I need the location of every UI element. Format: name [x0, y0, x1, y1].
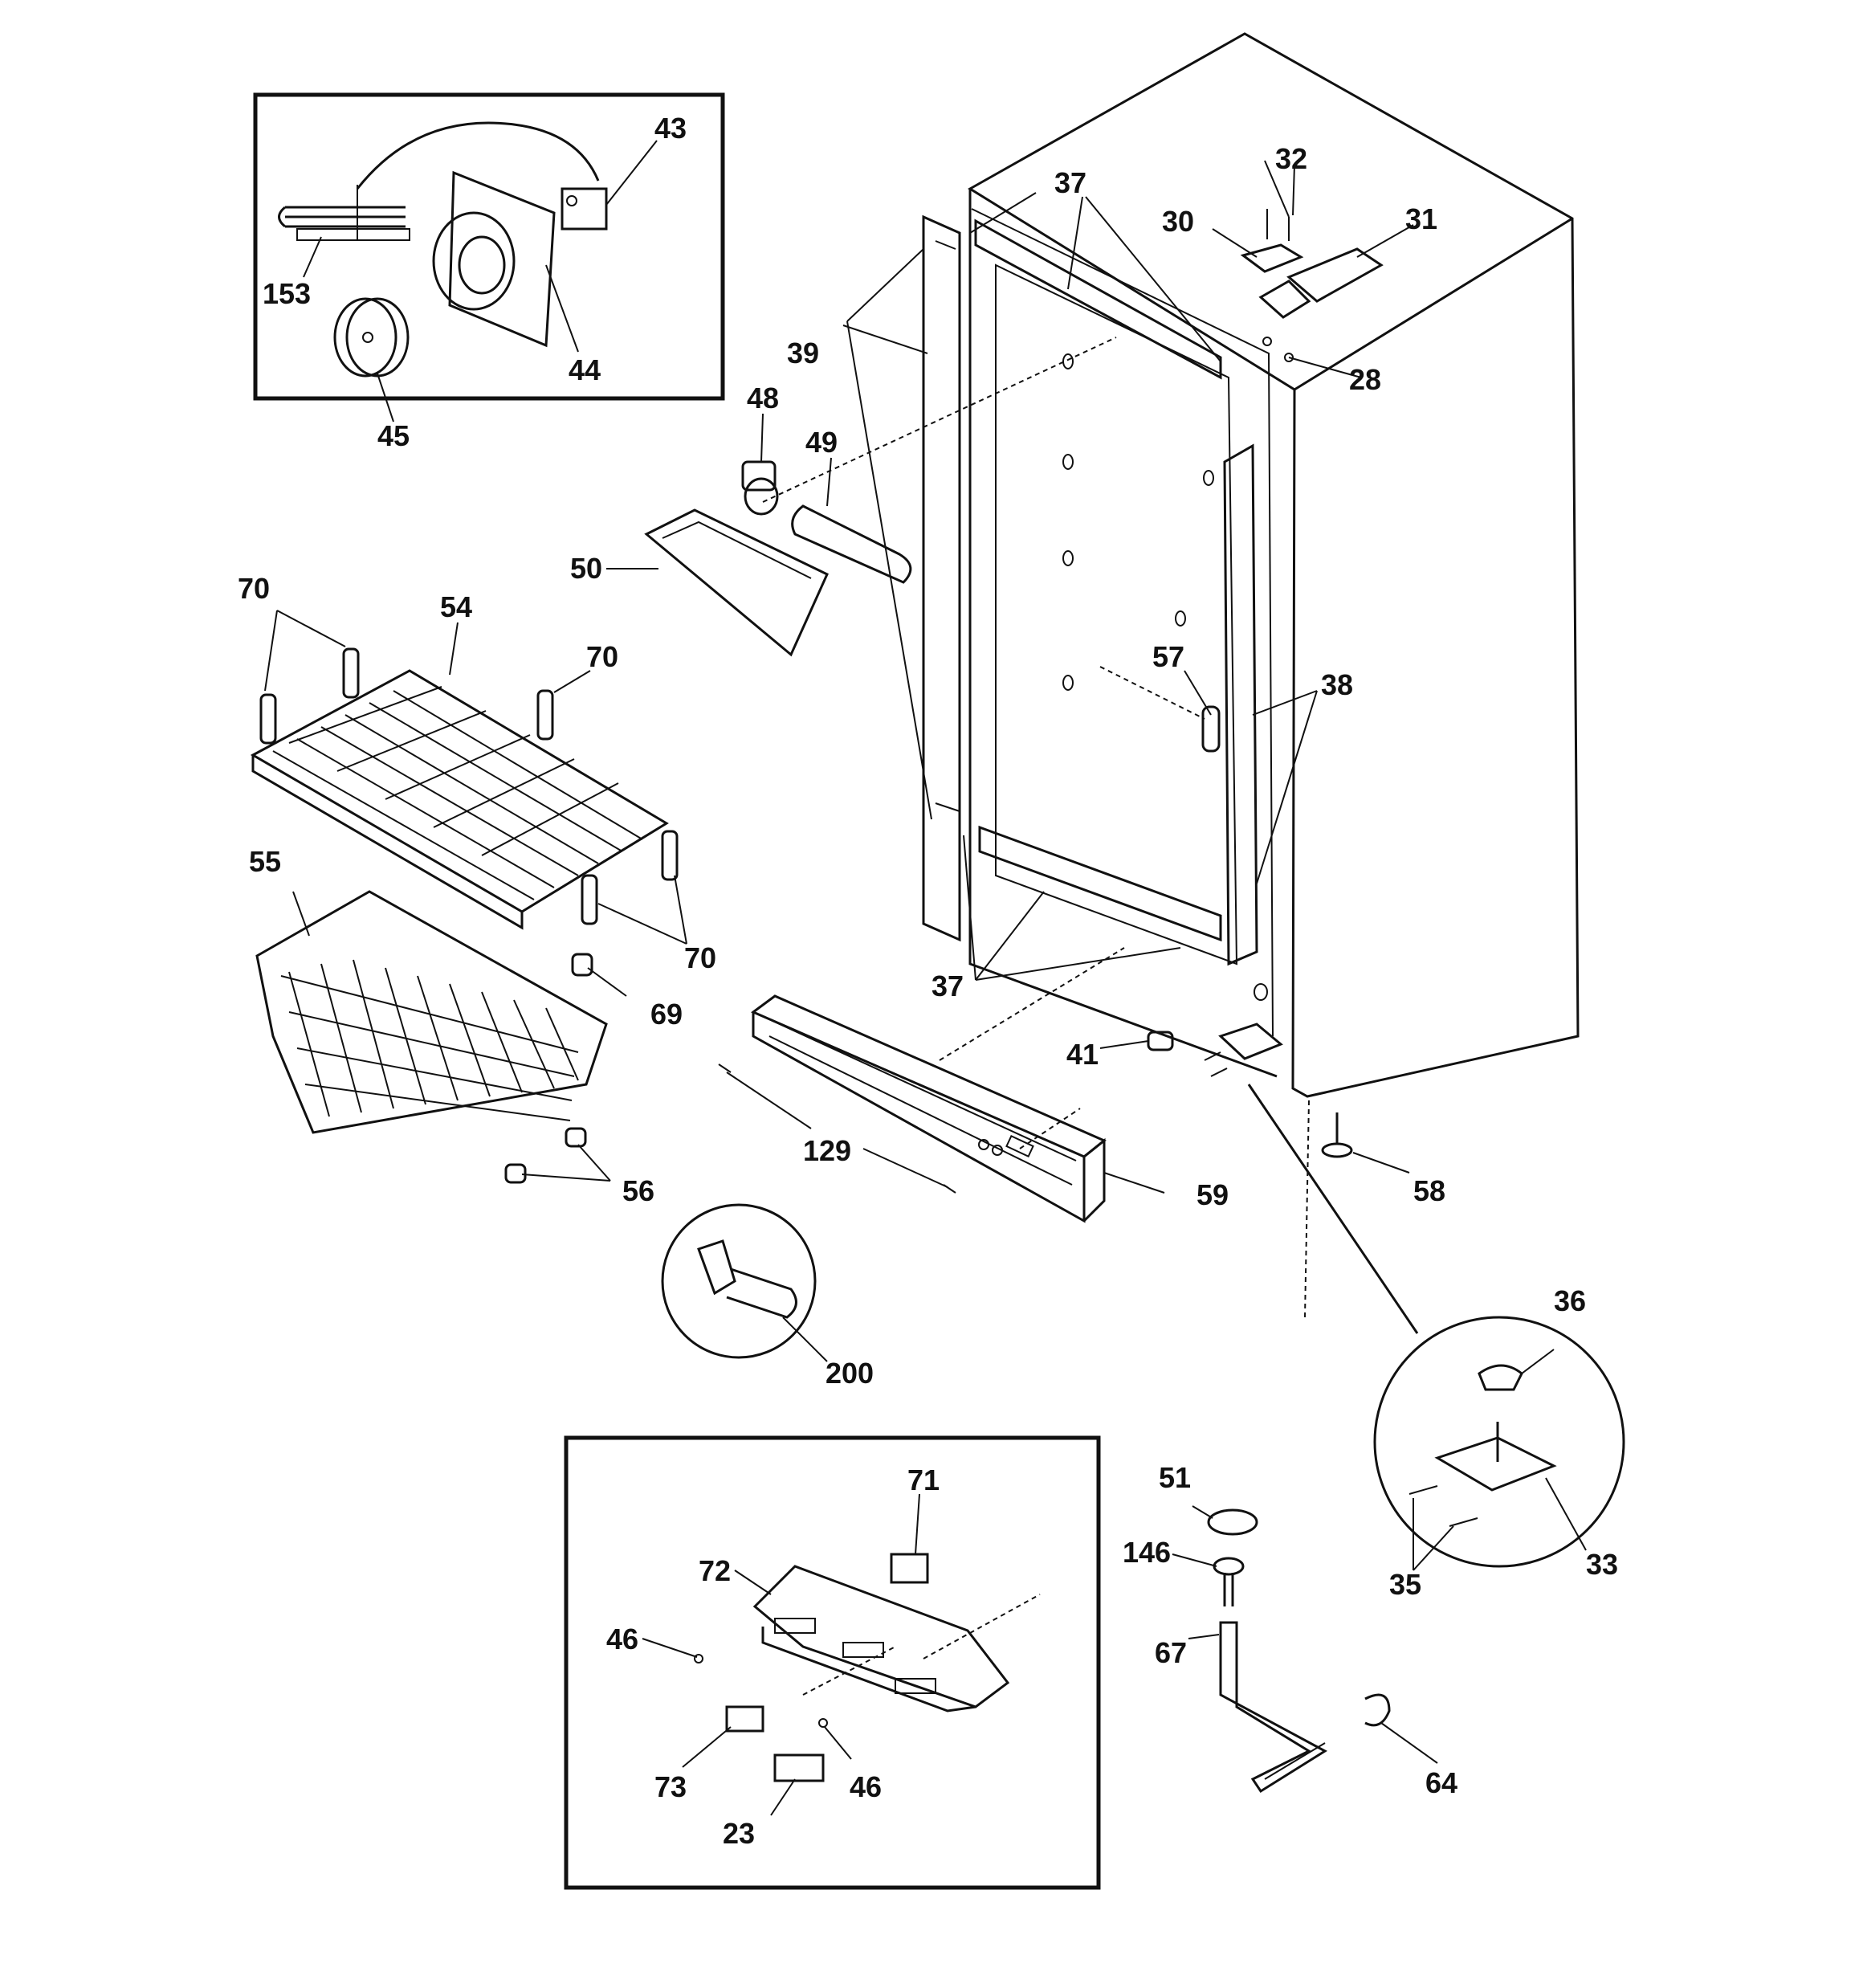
wire-basket [255, 890, 627, 1184]
label-43: 43 [654, 112, 687, 145]
light-shield [606, 508, 829, 657]
label-45: 45 [377, 419, 410, 452]
label-64: 64 [1425, 1766, 1457, 1799]
label-48: 48 [747, 382, 779, 414]
label-36: 36 [1554, 1284, 1586, 1317]
label-200: 200 [826, 1357, 874, 1390]
inset-fan-assembly [253, 92, 725, 423]
label-37-top: 37 [1054, 166, 1086, 199]
bottom-hinge-area [1099, 1023, 1419, 1334]
kickplate [718, 994, 1165, 1223]
label-153: 153 [263, 277, 311, 310]
label-38: 38 [1321, 668, 1353, 701]
label-46-right: 46 [850, 1770, 882, 1803]
label-31: 31 [1405, 202, 1437, 235]
label-46-left: 46 [606, 1623, 638, 1655]
freezer-cabinet [762, 32, 1580, 1318]
label-72: 72 [699, 1554, 731, 1587]
wire-shelf [250, 622, 669, 930]
label-44: 44 [569, 353, 601, 386]
label-70-b: 70 [586, 640, 618, 673]
label-50: 50 [570, 552, 602, 585]
shelf-supports [259, 610, 687, 945]
label-37-bottom: 37 [932, 970, 964, 1002]
inset-control-panel [564, 1435, 1101, 1890]
label-54: 54 [440, 590, 472, 623]
label-69: 69 [650, 998, 683, 1031]
label-39: 39 [787, 337, 819, 369]
label-146: 146 [1123, 1536, 1171, 1569]
label-41: 41 [1066, 1038, 1099, 1071]
hinge-detail-inset [1373, 1316, 1625, 1571]
label-33: 33 [1586, 1548, 1618, 1581]
leveling-leg [1321, 1112, 1410, 1174]
label-70-c: 70 [684, 941, 716, 974]
label-28: 28 [1349, 363, 1381, 396]
label-67: 67 [1155, 1636, 1187, 1669]
label-57: 57 [1152, 640, 1184, 673]
label-56: 56 [622, 1174, 654, 1207]
label-30: 30 [1162, 205, 1194, 238]
label-51: 51 [1159, 1461, 1191, 1494]
label-70-a: 70 [238, 572, 270, 605]
label-32: 32 [1275, 142, 1307, 175]
drain-fitting-inset [661, 1203, 828, 1362]
label-129: 129 [803, 1134, 851, 1167]
label-35: 35 [1389, 1568, 1421, 1601]
light-assembly [741, 413, 912, 584]
label-55: 55 [249, 845, 281, 878]
label-73: 73 [654, 1770, 687, 1803]
label-23: 23 [723, 1817, 755, 1850]
part-labels: 43 153 44 45 32 37 30 31 28 39 48 49 50 … [238, 112, 1618, 1850]
label-59: 59 [1196, 1178, 1229, 1211]
drain-assembly [1172, 1505, 1438, 1794]
label-71: 71 [907, 1463, 940, 1496]
label-49: 49 [805, 426, 838, 459]
label-58: 58 [1413, 1174, 1445, 1207]
